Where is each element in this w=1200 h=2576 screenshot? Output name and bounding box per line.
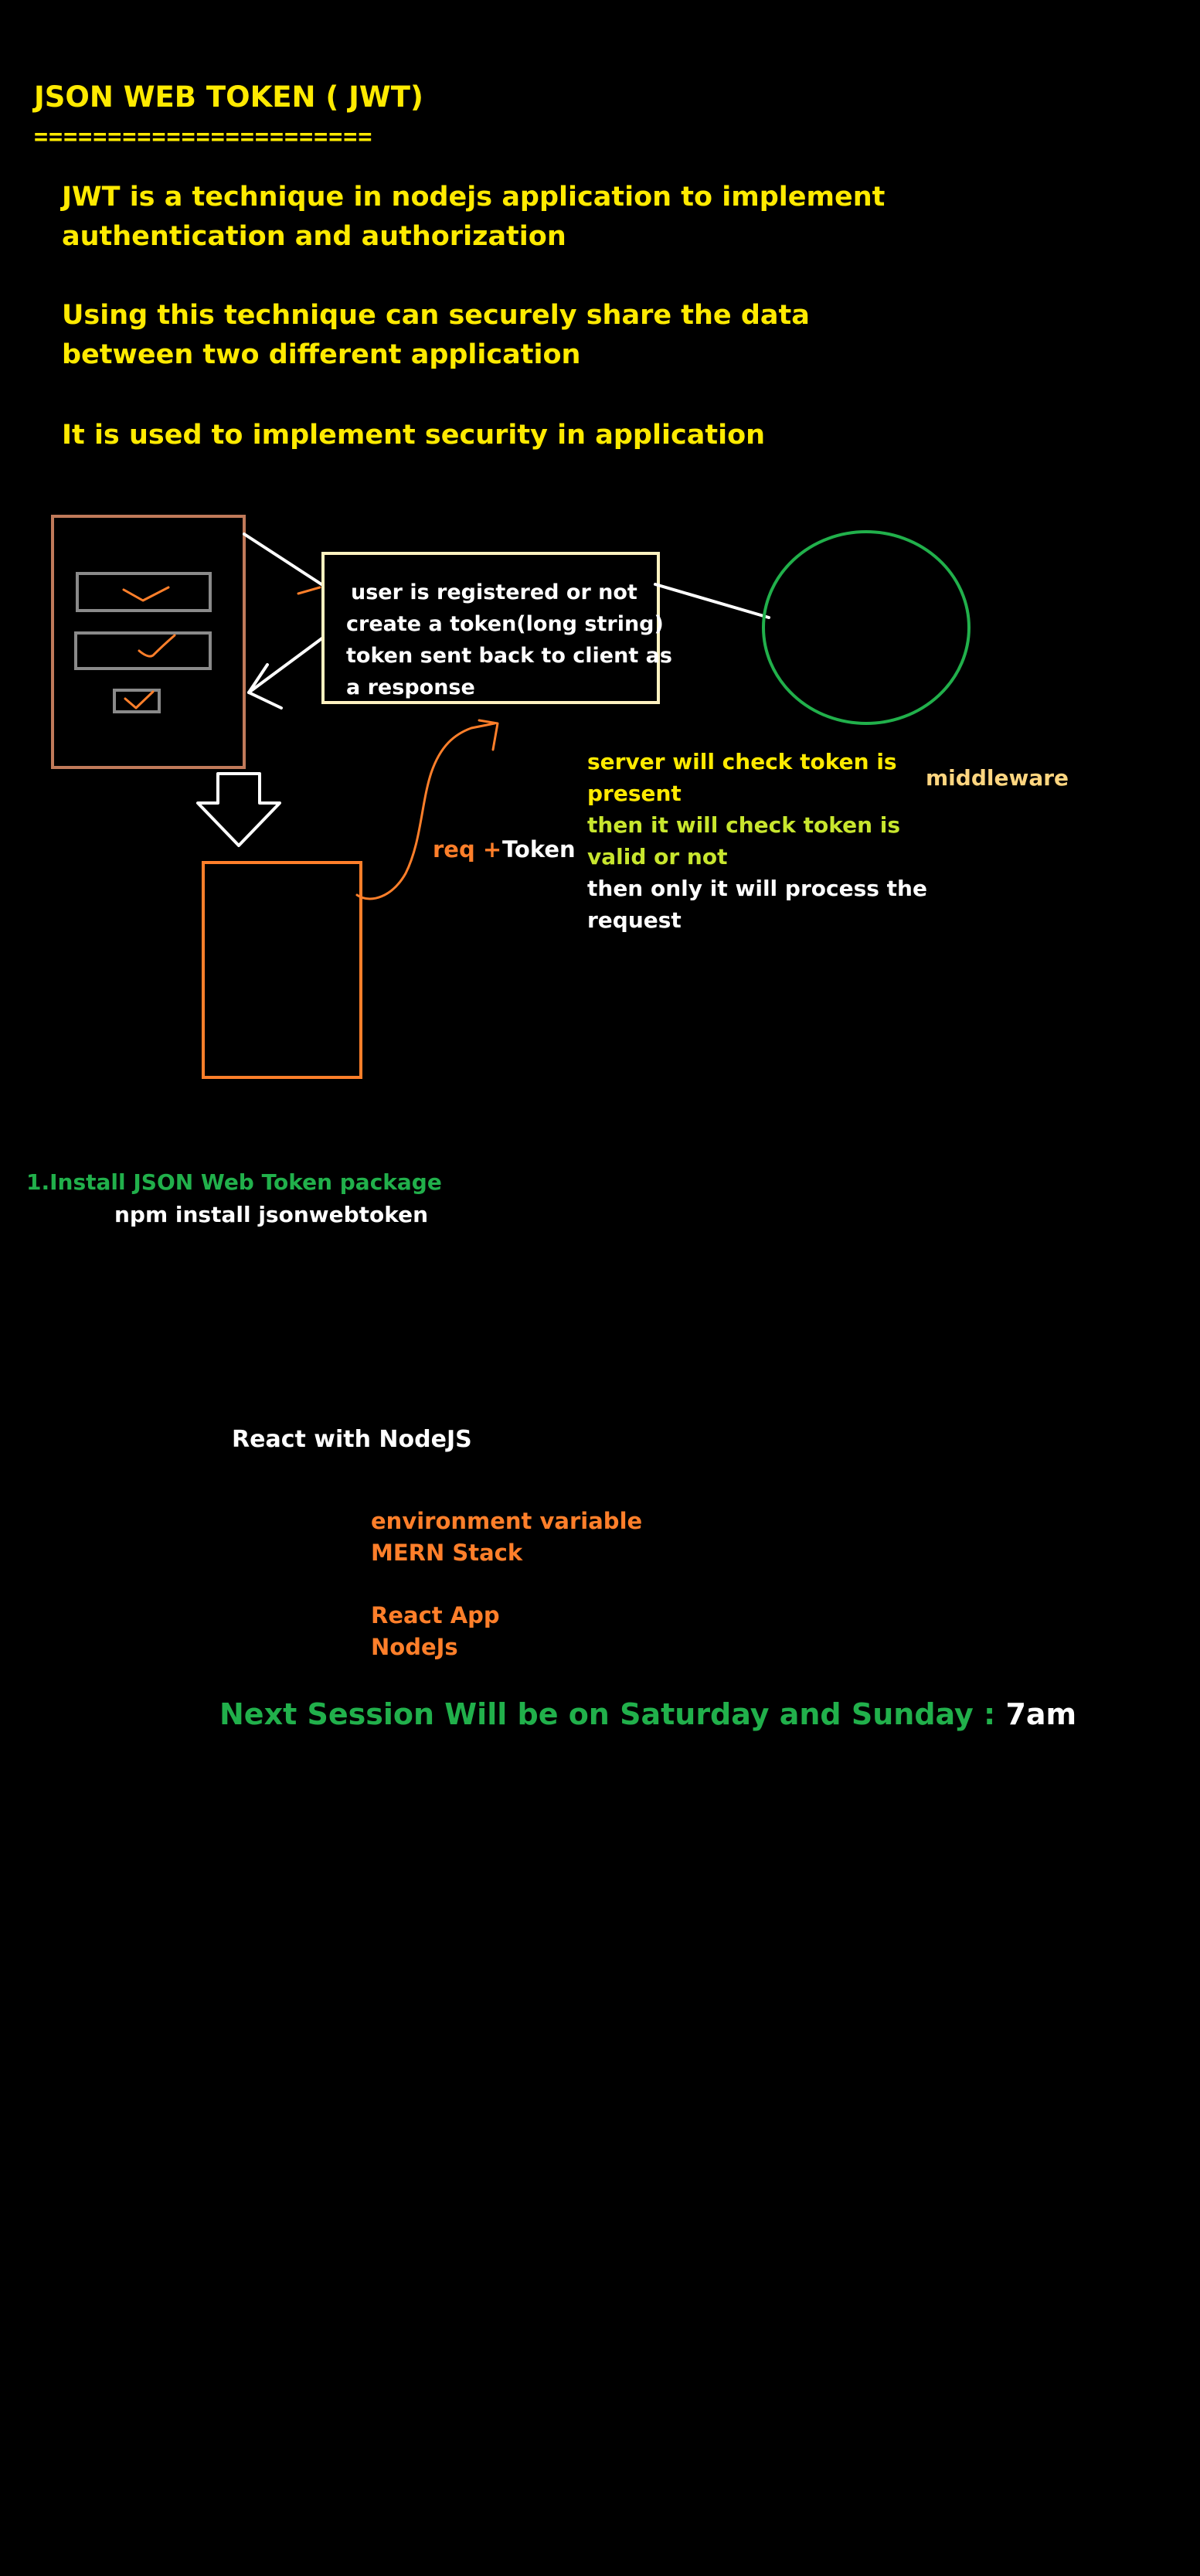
note-line: present	[587, 781, 682, 806]
server-step: token sent back to client as	[346, 644, 672, 668]
arrow-back-to-client	[247, 636, 325, 694]
note-line: then it will check token is	[587, 812, 901, 838]
next-session-time: 7am	[1005, 1697, 1077, 1731]
intro-line: It is used to implement security in appl…	[62, 420, 766, 451]
server-check-note-1: server will check token is present	[587, 746, 897, 809]
note-line: request	[587, 907, 682, 933]
login-form-box	[51, 515, 246, 769]
intro-paragraph-2: Using this technique can securely share …	[62, 296, 810, 375]
intro-paragraph-1: JWT is a technique in nodejs application…	[62, 178, 885, 257]
middleware-label: middleware	[926, 765, 1069, 791]
request-label-token: Token	[502, 836, 576, 863]
jwt-flow-diagram	[51, 515, 971, 1079]
note-line: server will check token is	[587, 749, 897, 774]
server-box-text: user is registered or not create a token…	[346, 577, 672, 703]
react-section-title: React with NodeJS	[232, 1426, 472, 1453]
install-step: 1.Install JSON Web Token package	[26, 1169, 442, 1195]
request-curve	[355, 722, 496, 900]
line-to-database	[654, 583, 770, 619]
check-mark-1	[122, 586, 170, 602]
topic-item: environment variable	[371, 1508, 643, 1534]
database-circle	[762, 530, 971, 725]
intro-paragraph-3: It is used to implement security in appl…	[62, 416, 765, 455]
topic-item: React App	[371, 1602, 500, 1628]
react-topics-2: React App NodeJs	[371, 1600, 500, 1663]
arrow-back-head	[247, 663, 283, 710]
server-step: create a token(long string)	[346, 612, 664, 636]
down-arrow	[196, 772, 281, 847]
arrow-head-mark	[297, 586, 321, 595]
server-step: user is registered or not	[351, 580, 637, 604]
request-label-prefix: req +	[433, 836, 502, 863]
server-box	[321, 552, 660, 704]
request-curve-head	[478, 719, 499, 751]
note-line: valid or not	[587, 844, 728, 869]
install-command: npm install jsonwebtoken	[114, 1202, 429, 1227]
server-step: a response	[346, 675, 475, 699]
form-submit-checkbox	[113, 689, 161, 713]
check-mark-2	[138, 634, 176, 658]
server-check-note-3: then only it will process the request	[587, 873, 927, 936]
intro-line: JWT is a technique in nodejs application…	[62, 182, 886, 213]
title-underline: =======================	[34, 124, 373, 151]
next-session-text: Next Session Will be on Saturday and Sun…	[219, 1697, 996, 1731]
topic-item: MERN Stack	[371, 1540, 523, 1566]
note-line: then only it will process the	[587, 876, 927, 901]
form-field-2	[74, 631, 212, 670]
arrow-to-server	[243, 533, 323, 586]
topic-item: NodeJs	[371, 1634, 458, 1660]
check-mark-3	[124, 690, 155, 710]
intro-line: Using this technique can securely share …	[62, 300, 810, 331]
next-session-notice: Next Session Will be on Saturday and Sun…	[219, 1697, 1076, 1731]
react-topics-1: environment variable MERN Stack	[371, 1506, 642, 1569]
client-storage-box	[202, 861, 362, 1079]
server-check-note-2: then it will check token is valid or not	[587, 809, 900, 873]
intro-line: between two different application	[62, 339, 581, 370]
intro-line: authentication and authorization	[62, 221, 566, 252]
page-title: JSON WEB TOKEN ( JWT)	[34, 80, 423, 114]
form-field-1	[76, 572, 212, 612]
